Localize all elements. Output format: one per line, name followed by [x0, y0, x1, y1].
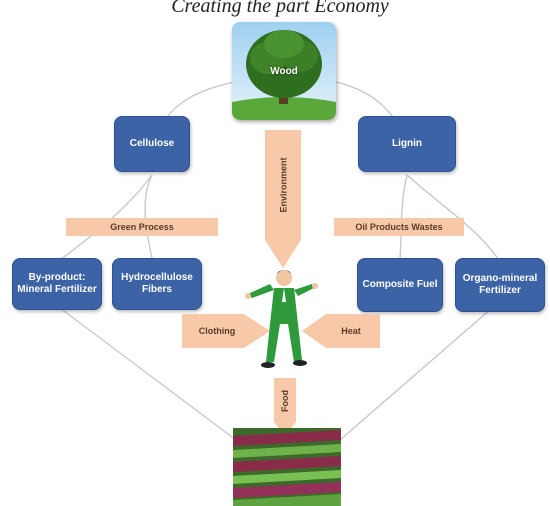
- oil-products-band: Oil Products Wastes: [334, 218, 464, 236]
- clothing-arrow: [182, 314, 270, 348]
- connector-lignin-composite: [399, 174, 408, 259]
- wood-panel: Wood: [232, 22, 336, 120]
- green-process-band: Green Process: [66, 218, 218, 236]
- organo-mineral-box: Organo-mineral Fertilizer: [455, 258, 545, 312]
- clothing-label: Clothing: [198, 326, 236, 336]
- person-icon: [245, 270, 318, 368]
- connector-lignin-organo: [406, 174, 501, 263]
- environment-label: Environment: [278, 157, 289, 213]
- connector-cellulose-byproduct: [59, 174, 153, 261]
- diagram-title: Creating the part Economy: [171, 0, 389, 17]
- food-label: Food: [280, 390, 290, 412]
- food-arrow: [274, 378, 296, 436]
- hydrocellulose-box: Hydrocellulose Fibers: [112, 258, 202, 310]
- heat-label: Heat: [341, 326, 361, 336]
- cellulose-box: Cellulose: [114, 116, 190, 172]
- byproduct-box: By-product: Mineral Fertilizer: [12, 258, 102, 310]
- environment-label-wrap: Environment: [263, 130, 303, 240]
- wood-label: Wood: [270, 66, 298, 77]
- tree-icon: [232, 22, 336, 120]
- connector-cellulose-hydrocellulose: [144, 174, 153, 259]
- connector-organo-field: [339, 307, 493, 441]
- composite-fuel-box: Composite Fuel: [357, 258, 443, 312]
- field-icon: [233, 428, 341, 506]
- food-label-wrap: Food: [272, 380, 298, 422]
- connector-byproduct-field: [59, 307, 237, 441]
- environment-arrow: [265, 130, 301, 268]
- field-panel: [233, 428, 341, 506]
- lignin-box: Lignin: [358, 116, 456, 172]
- heat-arrow: [302, 314, 380, 348]
